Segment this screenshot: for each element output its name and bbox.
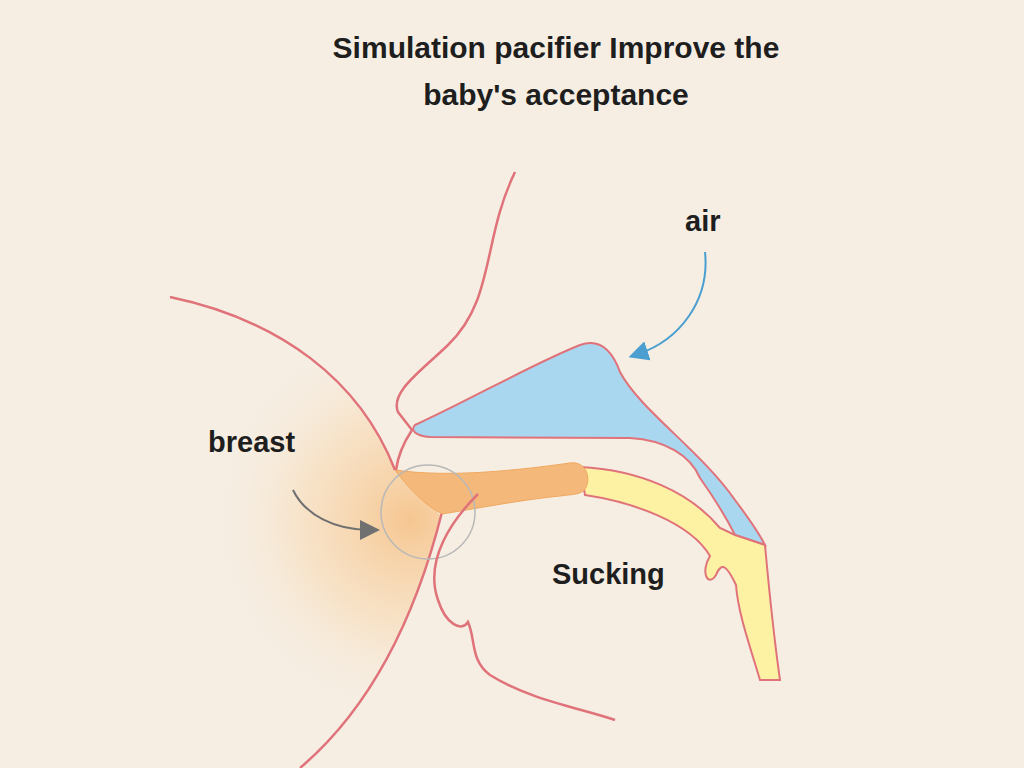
breast-outline — [170, 297, 395, 470]
chin-profile — [434, 494, 615, 720]
sucking-label: Sucking — [552, 558, 665, 591]
breast-arrow — [293, 490, 370, 530]
air-label: air — [685, 205, 720, 238]
air-arrow — [638, 252, 706, 354]
face-profile — [396, 172, 515, 470]
title: Simulation pacifier Improve the baby's a… — [316, 24, 796, 118]
breast-outline — [300, 512, 442, 768]
breast-shade — [170, 297, 440, 768]
nasal-cavity — [413, 343, 765, 545]
nipple — [395, 463, 588, 514]
breast-label: breast — [208, 426, 295, 459]
